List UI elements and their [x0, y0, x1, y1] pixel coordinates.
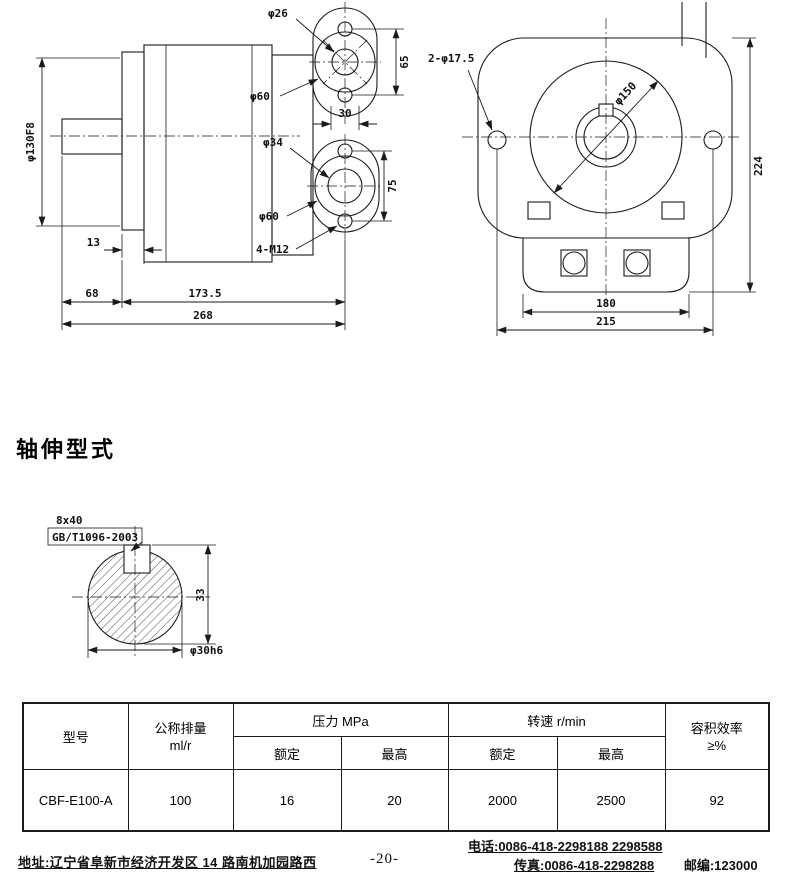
dim-label-dia150: φ150	[612, 79, 640, 107]
cell-pressure-max: 20	[340, 769, 449, 832]
dim-label-dia130: φ130F8	[24, 122, 37, 162]
header-pressure-rated: 额定	[232, 736, 342, 770]
header-speed-rated: 额定	[447, 736, 558, 770]
side-view-drawing: φ130F8 13 68 173.5 268 65	[24, 2, 411, 330]
header-efficiency-name: 容积效率	[690, 720, 743, 736]
footer-fax: 传真:0086-418-2298288	[514, 858, 655, 873]
page-number: -20-	[370, 851, 399, 867]
cell-efficiency: 92	[664, 769, 770, 832]
header-efficiency: 容积效率 ≥%	[664, 702, 770, 770]
dim-label-33: 33	[194, 588, 207, 601]
header-displacement-unit: ml/r	[169, 737, 192, 753]
dim-label-dia26: φ26	[268, 7, 288, 20]
dim-label-65: 65	[398, 55, 411, 68]
cell-speed-max: 2500	[556, 769, 666, 832]
engineering-drawings: φ130F8 13 68 173.5 268 65	[24, 2, 765, 336]
dim-label-2-dia17-5: 2-φ17.5	[428, 52, 474, 65]
dim-label-30: 30	[338, 107, 351, 120]
header-displacement-name: 公称排量	[154, 720, 207, 736]
dim-label-180: 180	[596, 297, 616, 310]
shaft-type-heading: 轴伸型式	[16, 437, 117, 462]
cell-model: CBF-E100-A	[22, 769, 129, 832]
footer-postal-code: 邮编:123000	[683, 858, 758, 873]
dim-label-224: 224	[752, 156, 765, 176]
cell-speed-rated: 2000	[447, 769, 558, 832]
header-speed-max: 最高	[556, 736, 666, 770]
header-displacement: 公称排量 ml/r	[127, 702, 234, 770]
header-pressure-group: 压力 MPa	[232, 702, 449, 737]
dim-label-75: 75	[386, 179, 399, 192]
footer-phone: 电话:0086-418-2298188 2298588	[468, 839, 663, 854]
cell-pressure-rated: 16	[232, 769, 342, 832]
header-speed-group: 转速 r/min	[447, 702, 666, 737]
dim-label-dia34: φ34	[263, 136, 283, 149]
front-view-drawing: φ150 2-φ17.5 224 180 215	[428, 2, 765, 336]
dim-label-dia30h6: φ30h6	[190, 644, 223, 657]
dim-label-68: 68	[85, 287, 98, 300]
footer-fax-line: 传真:0086-418-2298288 邮编:123000	[514, 856, 758, 875]
spec-table: 型号 公称排量 ml/r 压力 MPa 转速 r/min 容积效率 ≥% 额定 …	[22, 702, 771, 832]
dim-label-215: 215	[596, 315, 616, 328]
footer-address: 地址:辽宁省阜新市经济开发区 14 路南机加园路西	[18, 855, 317, 870]
dim-label-268: 268	[193, 309, 213, 322]
header-efficiency-unit: ≥%	[707, 737, 727, 753]
shaft-section-drawing: 8x40 GB/T1096-2003 33 φ30h6	[47, 514, 223, 658]
header-pressure-max: 最高	[340, 736, 449, 770]
footer-contact: 电话:0086-418-2298188 2298588 传真:0086-418-…	[468, 837, 758, 875]
key-standard-label: GB/T1096-2003	[52, 531, 138, 544]
dim-label-4m12: 4-M12	[256, 243, 289, 256]
header-model: 型号	[22, 702, 129, 770]
table-row: CBF-E100-A 100 16 20 2000 2500 92	[22, 769, 770, 832]
key-size-label: 8x40	[56, 514, 83, 527]
dim-label-173-5: 173.5	[188, 287, 221, 300]
dim-label-dia60-top: φ60	[250, 90, 270, 103]
shaft-cross-section: 8x40 GB/T1096-2003 33 φ30h6	[47, 514, 223, 658]
footer-phone-line: 电话:0086-418-2298188 2298588	[468, 837, 758, 856]
dim-label-dia60-bottom: φ60	[259, 210, 279, 223]
cell-displacement: 100	[127, 769, 234, 832]
dim-label-13: 13	[87, 236, 100, 249]
